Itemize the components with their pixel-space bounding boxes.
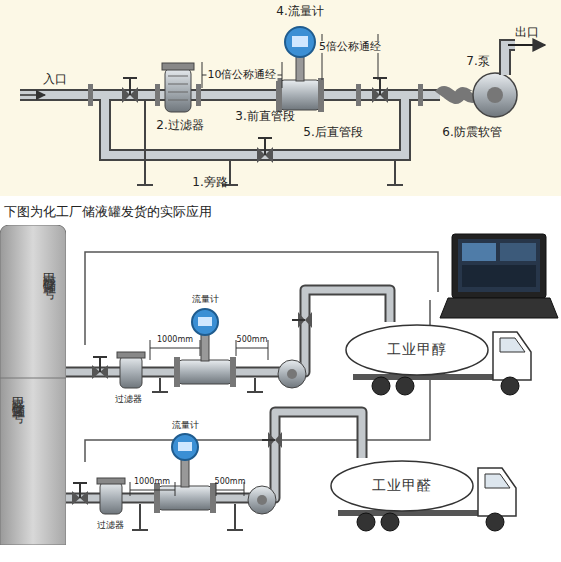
- truck-tank: [331, 461, 473, 511]
- part-label: 入口: [42, 73, 68, 86]
- dimension-label: 5倍公称通经: [318, 41, 382, 53]
- part-label: 2.过滤器: [155, 119, 204, 132]
- truck-wheel: [372, 377, 390, 395]
- part-label: 7.泵: [465, 55, 490, 68]
- truck-wheel: [486, 513, 504, 531]
- truck-tank: [346, 325, 488, 375]
- part-label: 过滤器: [96, 521, 125, 531]
- truck-cab: [478, 468, 516, 516]
- node-label: 工业甲醛: [372, 477, 432, 495]
- truck-wheel: [501, 377, 519, 395]
- truck-window: [485, 474, 510, 488]
- tank-body: [0, 225, 66, 378]
- tanker-truck: 工业甲醛: [330, 458, 520, 534]
- tank-body: [0, 378, 66, 545]
- tank-shape: [0, 378, 66, 545]
- part-label: 1.旁路: [191, 176, 228, 189]
- dimension-label: 1000mm: [133, 478, 171, 487]
- part-label: 流量计: [191, 295, 220, 305]
- top-pipeline: [20, 27, 545, 185]
- truck-wheel: [357, 513, 375, 531]
- truck-wheel: [381, 513, 399, 531]
- line-one-equipment: [92, 309, 312, 392]
- part-label: 6.防震软管: [441, 126, 502, 139]
- truck-shape: [330, 458, 520, 534]
- laptop: [440, 234, 558, 318]
- node-label: 甲醛储罐二号: [9, 386, 27, 404]
- dimension-label: 500mm: [214, 478, 247, 487]
- truck-shape: [345, 322, 535, 398]
- signal-wire: [85, 300, 430, 462]
- part-label: 过滤器: [114, 395, 143, 405]
- storage-tank: 甲醇储罐一号: [0, 225, 66, 378]
- part-label: 流量计: [171, 421, 200, 431]
- caption-text: 下图为化工厂储液罐发货的实际应用: [4, 203, 212, 221]
- node-label: 工业甲醇: [387, 341, 447, 359]
- dimension-label: 1000mm: [156, 336, 194, 345]
- tank-shape: [0, 225, 66, 378]
- line-two-equipment: [72, 432, 282, 530]
- truck-window: [500, 338, 525, 352]
- tanker-truck: 工业甲醇: [345, 322, 535, 398]
- dimension-label: 10倍公称通经: [207, 69, 278, 81]
- part-label: 5.后直管段: [302, 126, 363, 139]
- truck-wheel: [396, 377, 414, 395]
- part-label: 3.前直管段: [234, 110, 295, 123]
- node-label: 甲醇储罐一号: [40, 262, 58, 280]
- panel-bg: [0, 0, 561, 196]
- part-label: 出口: [514, 26, 540, 39]
- truck-cab: [493, 332, 531, 380]
- storage-tank: 甲醛储罐二号: [0, 378, 66, 545]
- dimension-label: 500mm: [236, 336, 269, 345]
- part-label: 4.流量计: [275, 5, 324, 18]
